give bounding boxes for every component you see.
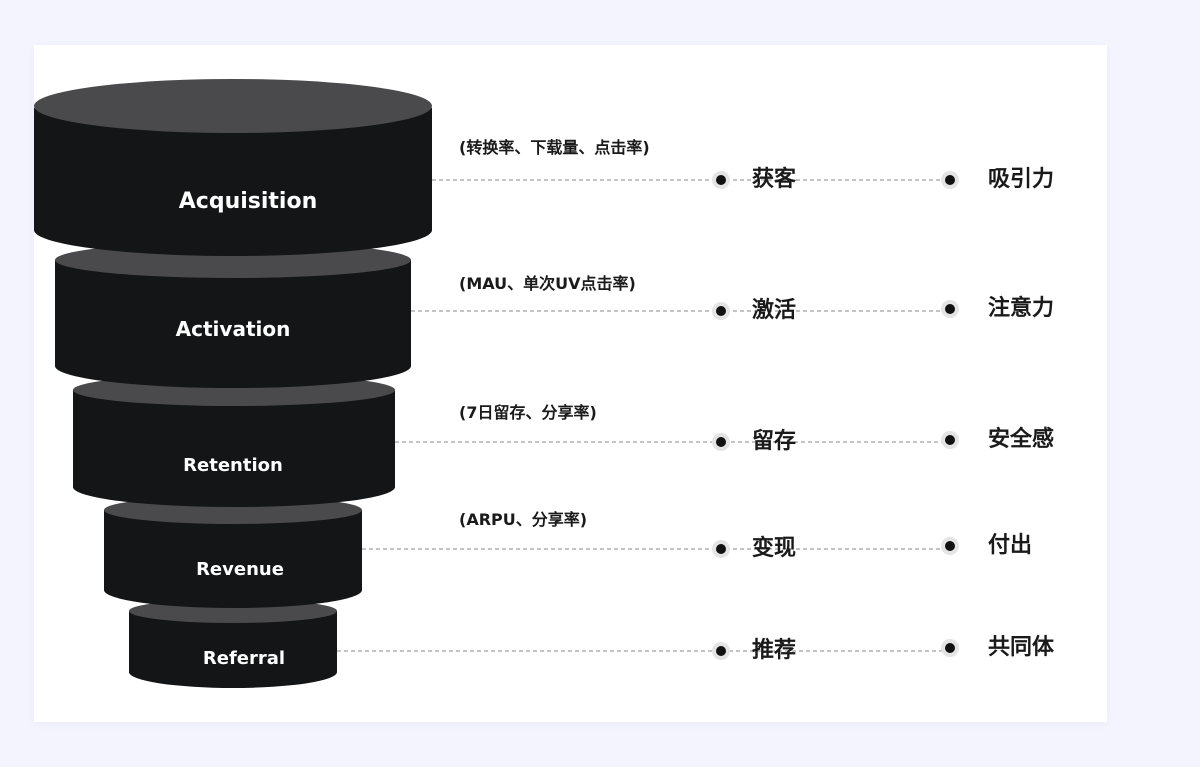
- metrics-label: (ARPU、分享率): [459, 510, 587, 529]
- stage-label-revenue: Revenue: [196, 559, 284, 580]
- funnel-tier-referral: Referral: [129, 599, 337, 688]
- tier-body: [55, 260, 411, 388]
- stage-node-dot-core: [716, 544, 726, 554]
- psych-node-dot-core: [945, 541, 955, 551]
- psych-label: 安全感: [988, 426, 1054, 452]
- psych-node-dot-core: [945, 304, 955, 314]
- tier-body: [104, 510, 362, 608]
- row-retention: (7日留存、分享率) 留存 安全感: [395, 403, 1054, 454]
- metrics-label: (7日留存、分享率): [459, 403, 597, 422]
- psych-node-dot-core: [945, 643, 955, 653]
- stage-node-dot-core: [716, 306, 726, 316]
- stage-label-retention: Retention: [183, 455, 283, 476]
- tier-top: [34, 79, 432, 133]
- stage-cn-label: 留存: [752, 428, 796, 454]
- psych-label: 注意力: [988, 295, 1054, 321]
- row-revenue: (ARPU、分享率) 变现 付出: [362, 510, 1032, 561]
- stage-node-dot-core: [716, 437, 726, 447]
- stage-node-dot-core: [716, 175, 726, 185]
- tier-body: [73, 390, 395, 507]
- stage-cn-label: 获客: [752, 166, 797, 192]
- stage-cn-label: 推荐: [752, 637, 796, 663]
- funnel-tier-activation: Activation: [55, 242, 411, 388]
- stage-cn-label: 激活: [752, 297, 796, 323]
- metrics-label: (转换率、下载量、点击率): [459, 138, 650, 157]
- metrics-label: (MAU、单次UV点击率): [459, 274, 636, 293]
- stage-node-dot-core: [716, 646, 726, 656]
- psych-label: 共同体: [988, 635, 1055, 660]
- row-activation: (MAU、单次UV点击率) 激活 注意力: [411, 274, 1054, 323]
- tier-body: [129, 611, 337, 688]
- psych-label: 吸引力: [988, 167, 1054, 192]
- psych-label: 付出: [988, 533, 1032, 558]
- row-acquisition: (转换率、下载量、点击率) 获客 吸引力: [432, 138, 1054, 192]
- psych-node-dot-core: [945, 435, 955, 445]
- funnel-tier-retention: Retention: [73, 374, 395, 507]
- psych-node-dot-core: [945, 175, 955, 185]
- stage-label-acquisition: Acquisition: [179, 189, 318, 214]
- stage-label-referral: Referral: [203, 648, 285, 669]
- stage-cn-label: 变现: [752, 535, 796, 561]
- row-referral: 推荐 共同体: [337, 635, 1055, 663]
- tier-body: [34, 108, 432, 256]
- funnel-tier-revenue: Revenue: [104, 496, 362, 608]
- stage-label-activation: Activation: [176, 317, 291, 341]
- funnel-tier-acquisition: Acquisition: [34, 79, 432, 256]
